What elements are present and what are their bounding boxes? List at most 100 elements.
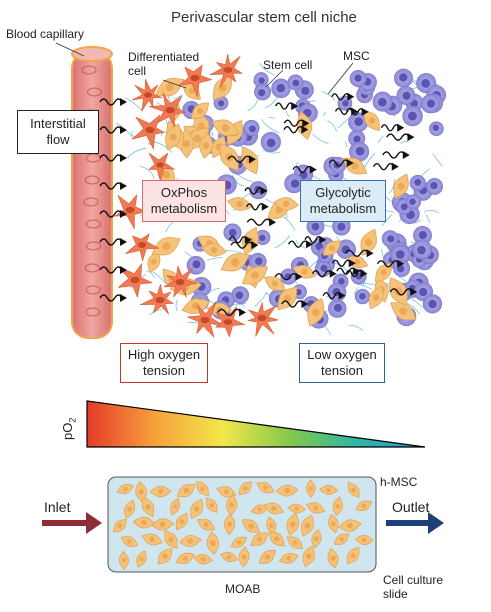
msc-cells bbox=[147, 75, 417, 327]
ecm-fiber bbox=[354, 286, 359, 296]
ecm-fiber bbox=[321, 91, 336, 102]
h-msc-cell bbox=[300, 514, 314, 537]
stem-cell-nucleus bbox=[395, 250, 405, 259]
cell-culture-slide-label: Cell culture slide bbox=[383, 573, 444, 601]
h-msc-cell bbox=[175, 552, 195, 565]
ecm-fiber bbox=[283, 216, 296, 231]
flow-arrow bbox=[99, 238, 127, 246]
stem-cell-nucleus bbox=[333, 303, 342, 312]
flow-arrow bbox=[292, 165, 317, 174]
flow-arrow bbox=[246, 218, 277, 227]
ecm-fiber bbox=[175, 299, 178, 312]
stem-cell-nucleus bbox=[428, 299, 437, 309]
flow-arrow bbox=[99, 182, 127, 190]
flow-arrow bbox=[99, 98, 127, 106]
h-msc-cell bbox=[170, 497, 181, 516]
interstitial-flow-box: Interstitial flow bbox=[17, 110, 99, 154]
msc-label: MSC bbox=[343, 49, 370, 63]
stem-cell-nucleus bbox=[284, 272, 292, 281]
outlet-label: Outlet bbox=[392, 499, 430, 515]
inlet-label: Inlet bbox=[44, 499, 71, 515]
msc-cell bbox=[220, 253, 250, 272]
stem-cell-nucleus bbox=[432, 124, 439, 131]
h-msc-cell bbox=[302, 545, 315, 568]
flow-arrow bbox=[99, 126, 127, 134]
h-msc-cell bbox=[263, 502, 284, 515]
differentiated-cell bbox=[131, 79, 163, 112]
po2-axis-label: pO2 bbox=[60, 417, 78, 440]
stem-cell-nucleus bbox=[192, 260, 201, 269]
h-msc-cell bbox=[157, 548, 173, 565]
stem-cell-nucleus bbox=[332, 287, 341, 297]
glycolytic-metabolism-box: Glycolytic metabolism bbox=[300, 180, 386, 222]
h-msc-cell bbox=[256, 481, 275, 494]
differentiated-cell bbox=[209, 53, 243, 88]
stem-cell-nucleus bbox=[320, 264, 328, 272]
outlet-arrow bbox=[386, 512, 444, 534]
h-msc-cell bbox=[347, 481, 360, 498]
stem-cell-nucleus bbox=[276, 83, 286, 93]
flow-arrow bbox=[322, 291, 346, 300]
h-msc-cell bbox=[132, 516, 156, 529]
h-msc-cell bbox=[306, 502, 326, 514]
stem-cell-nucleus bbox=[342, 100, 349, 107]
h-msc-cell bbox=[286, 536, 304, 549]
differentiated-cell bbox=[114, 194, 147, 230]
msc-cell bbox=[364, 110, 380, 132]
h-msc-cell bbox=[179, 535, 202, 547]
ecm-fiber bbox=[260, 118, 280, 134]
differentiated-cell bbox=[215, 306, 245, 338]
flow-arrow bbox=[304, 235, 327, 244]
ecm-fiber bbox=[312, 133, 329, 145]
h-msc-cell bbox=[197, 518, 216, 531]
h-msc-cell bbox=[238, 546, 250, 568]
differentiated-cell-label: Differentiated cell bbox=[128, 50, 200, 78]
h-msc-cell bbox=[113, 519, 127, 533]
ecm-fiber bbox=[285, 110, 290, 118]
ecm-fiber bbox=[173, 94, 184, 100]
stem-cell-nucleus bbox=[301, 86, 310, 95]
ecm-fiber bbox=[420, 168, 430, 177]
ecm-fiber bbox=[149, 308, 165, 316]
msc-cell bbox=[155, 78, 185, 97]
msc-cell bbox=[389, 277, 408, 306]
msc-cell bbox=[264, 276, 286, 291]
h-msc-cell bbox=[225, 494, 238, 516]
ecm-fiber bbox=[268, 116, 276, 119]
stem-cell-nucleus bbox=[248, 125, 256, 133]
stem-cell-nucleus bbox=[354, 117, 363, 127]
flow-arrow bbox=[228, 235, 252, 244]
flow-arrow bbox=[246, 202, 269, 211]
h-msc-cell bbox=[206, 531, 220, 555]
msc-cell bbox=[368, 285, 384, 310]
ecm-fiber bbox=[127, 147, 147, 159]
differentiated-cell bbox=[125, 233, 159, 262]
flow-arrow bbox=[244, 186, 268, 195]
stem-cell-nucleus bbox=[414, 178, 422, 186]
msc-cell bbox=[147, 250, 161, 274]
ecm-fiber bbox=[258, 62, 275, 76]
h-msc-cell bbox=[250, 532, 269, 546]
h-msc-cell bbox=[332, 496, 344, 517]
msc-cell bbox=[393, 173, 409, 199]
msc-cell bbox=[227, 197, 253, 211]
h-msc-cell bbox=[223, 513, 236, 536]
stem-cell-nucleus bbox=[387, 235, 395, 243]
h-msc-cell bbox=[190, 498, 204, 520]
flow-arrow bbox=[227, 155, 256, 164]
moab-slide bbox=[107, 476, 377, 573]
msc-cell bbox=[307, 297, 325, 327]
ecm-fiber bbox=[432, 153, 443, 167]
flow-arrow bbox=[217, 308, 247, 317]
flow-arrow bbox=[274, 272, 303, 281]
stem-cell-nucleus bbox=[259, 234, 266, 242]
red-blood-cell bbox=[84, 263, 100, 273]
inlet-arrow bbox=[42, 512, 102, 534]
h-msc-cell bbox=[338, 519, 362, 532]
stem-cell-nucleus bbox=[418, 231, 427, 240]
h-msc-cell bbox=[286, 512, 300, 536]
flow-arrow bbox=[346, 107, 369, 116]
stem-cell-nucleus bbox=[430, 181, 438, 190]
moab-label: MOAB bbox=[225, 582, 261, 596]
